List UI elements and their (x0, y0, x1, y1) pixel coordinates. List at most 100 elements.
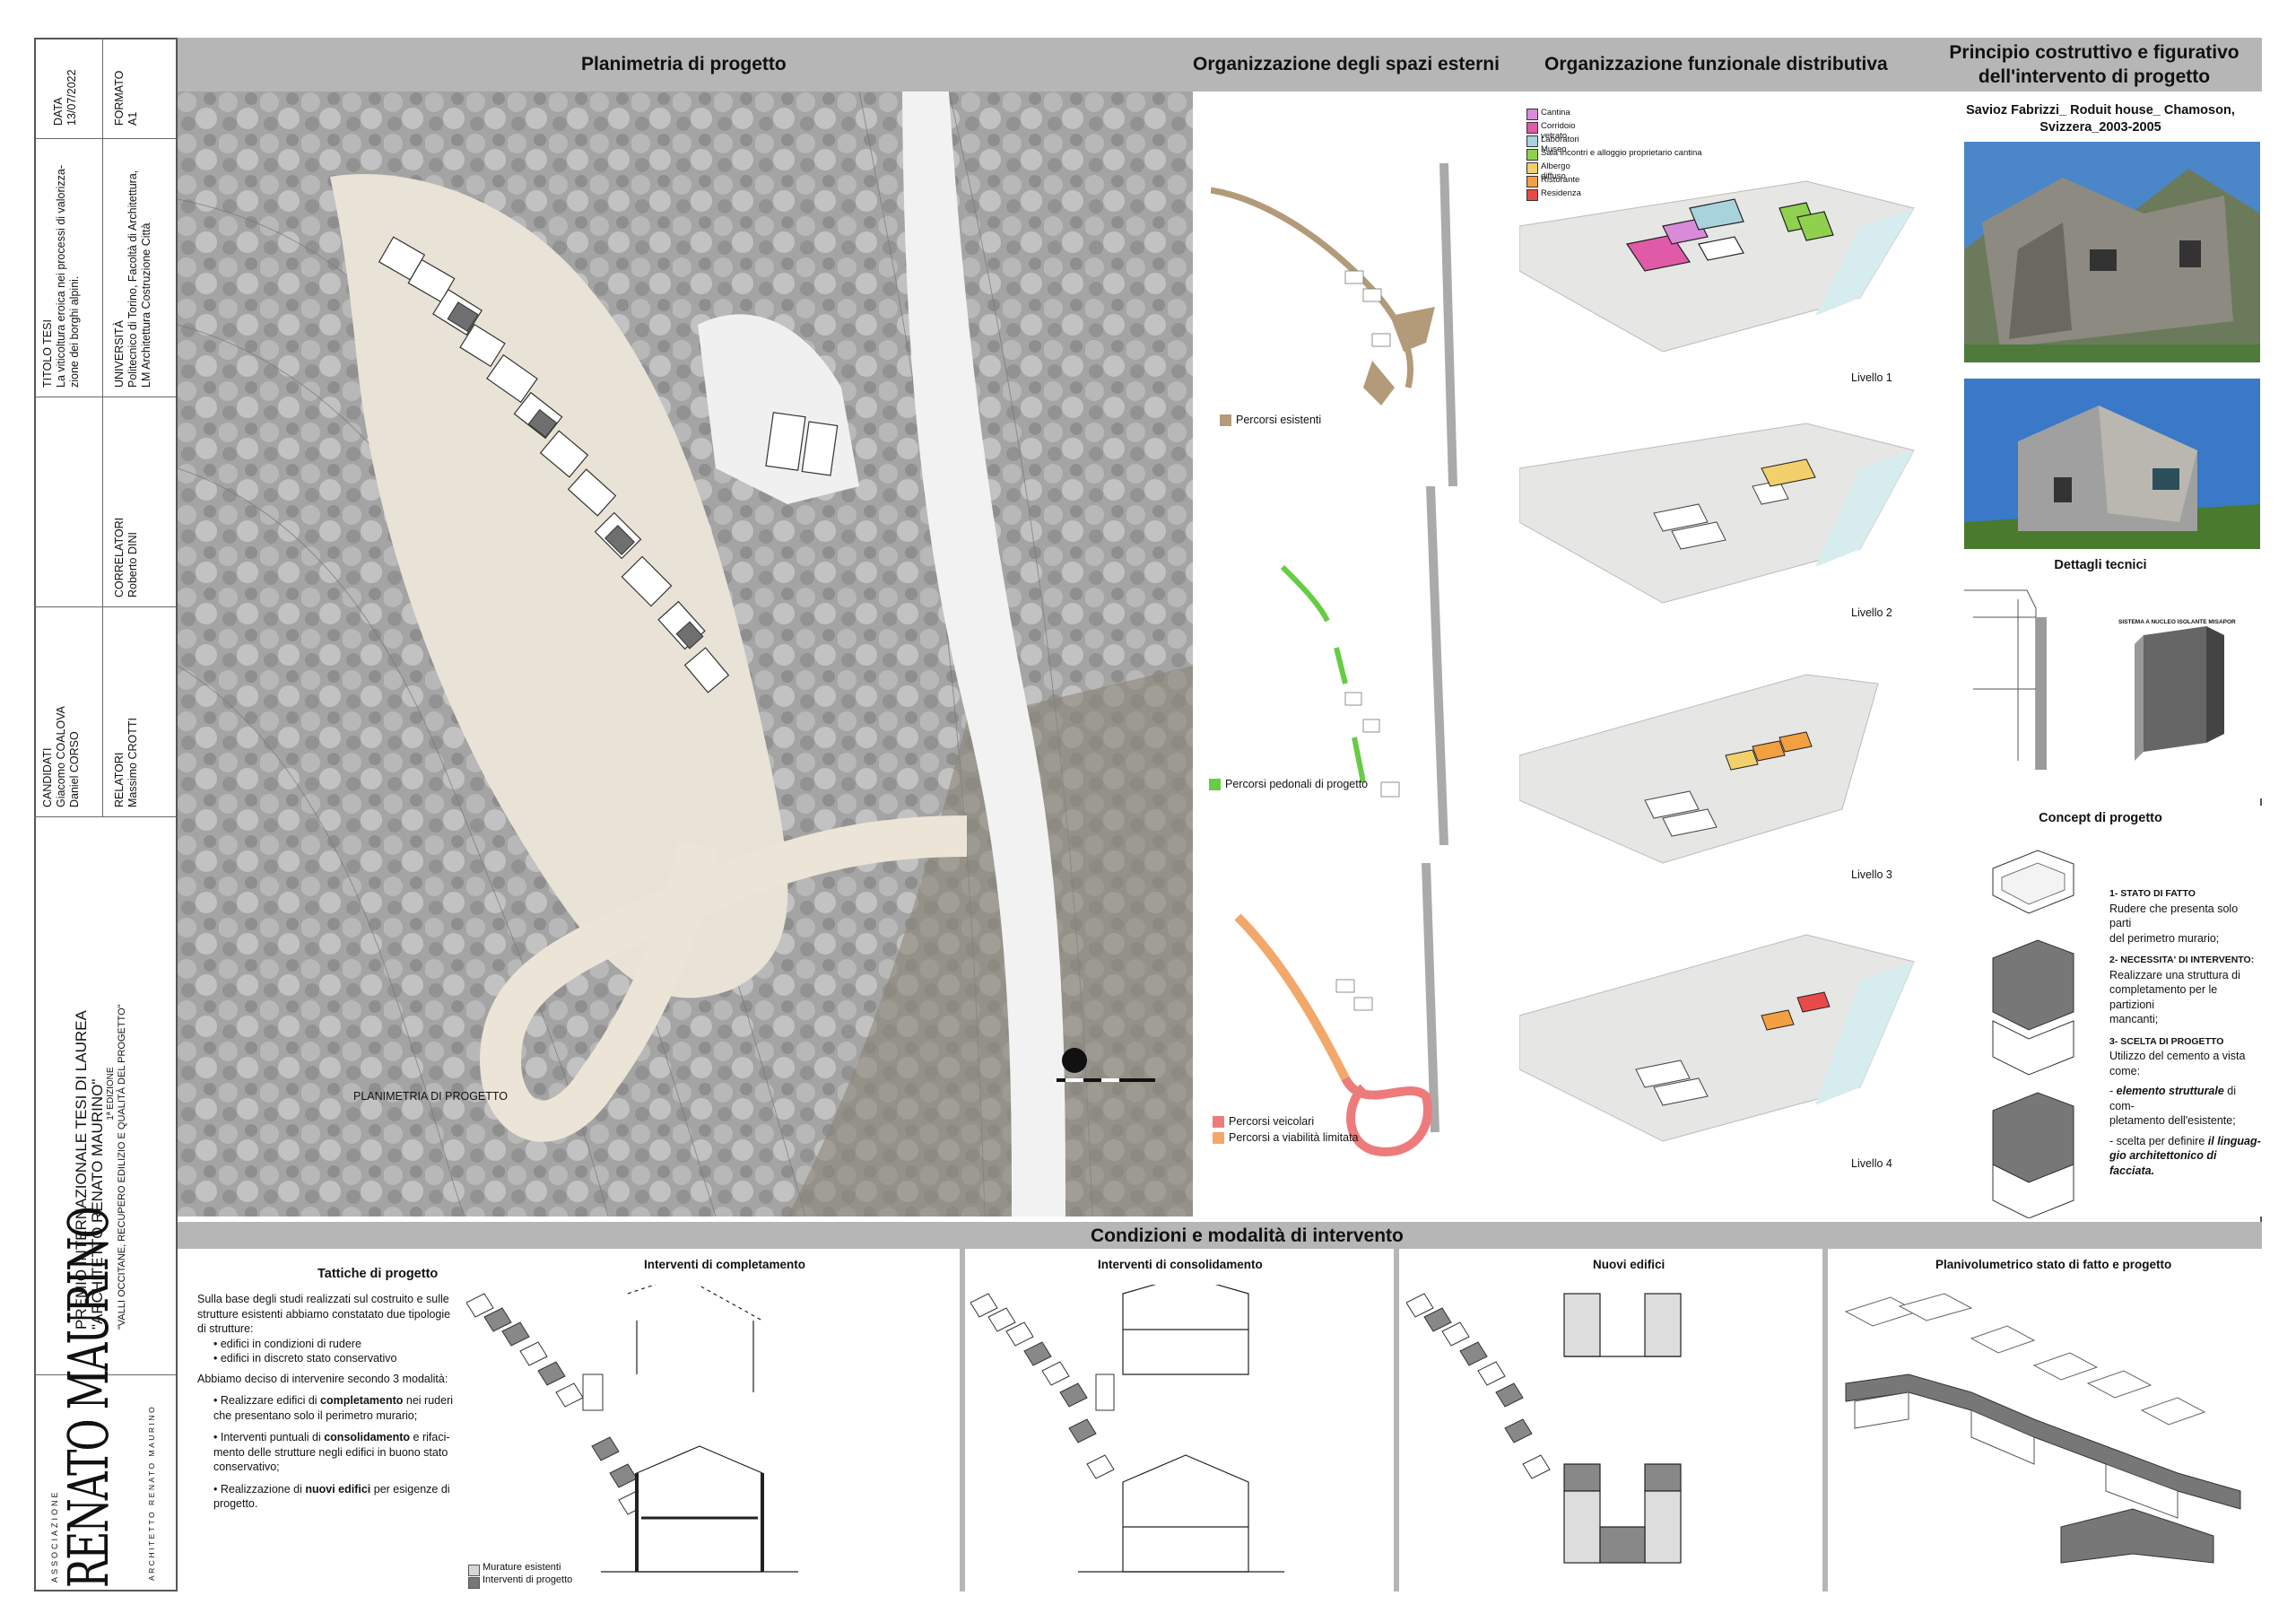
tattiche-bullet: • edifici in discreto stato conservativo (213, 1352, 397, 1365)
legend-label: Albergo diffuso (1541, 161, 1570, 181)
legend-swatch (1526, 135, 1538, 147)
universita-line: LM Architettura Costruzione Città (140, 222, 152, 388)
bullet-text: - (2109, 1085, 2117, 1097)
panel-separator (960, 1249, 965, 1591)
sidebar-divider (34, 606, 176, 607)
tattiche-line: progetto. (213, 1497, 258, 1510)
step-text: gio architettonico di facciata. (2109, 1149, 2217, 1177)
condizioni-panel: Tattiche di progetto Sulla base degli st… (178, 1249, 2262, 1591)
level-4-axonometry (1519, 934, 1915, 1142)
legend-swatch (1526, 189, 1538, 201)
esterni-panel: Percorsi esistenti Percorsi pedonali di … (1200, 92, 1494, 1216)
relatori-block: RELATORI Massimo CROTTI (113, 718, 140, 807)
reference-photo-1 (1964, 142, 2260, 362)
step-text: Rudere che presenta solo parti (2109, 902, 2239, 930)
titolo-line: zione dei borghi alpini. (68, 275, 81, 388)
step-title: 3- SCELTA DI PROGETTO (2109, 1035, 2224, 1047)
association-logo: RENATO MAURINO (57, 1208, 122, 1588)
universita-label: UNIVERSITÀ (113, 319, 126, 388)
candidato-name: Giacomo COALOVA (55, 705, 67, 807)
data-value: 13/07/2022 (65, 69, 78, 126)
tattiche-bullet: • Realizzazione di nuovi edifici per esi… (213, 1482, 450, 1496)
formato-value: A1 (126, 111, 139, 126)
concept-text: 1- STATO DI FATTO Rudere che presenta so… (2109, 886, 2262, 1178)
funzionale-title: Organizzazione funzionale distributiva (1544, 54, 1888, 74)
legend-swatch (1526, 176, 1538, 187)
legend-swatch (1213, 1132, 1224, 1144)
tattiche-line: conservativo; (213, 1461, 280, 1473)
principio-title-line: Principio costruttivo e figurativo (1949, 42, 2239, 63)
consolidamento-drawings (970, 1285, 1284, 1573)
reference-line: Savioz Fabrizzi_ Roduit house_ Chamoson, (1966, 103, 2235, 118)
level-label: Livello 4 (1851, 1157, 1892, 1170)
data-block: DATA 13/07/2022 (52, 69, 79, 126)
bullet-text: e rifaci- (410, 1431, 450, 1443)
legend-label: Sala incontri e alloggio proprietario ca… (1541, 148, 1702, 158)
tattiche-line: Abbiamo deciso di intervenire secondo 3 … (197, 1372, 448, 1385)
completamento-drawings (466, 1285, 798, 1573)
nuovi-edifici-drawings (1406, 1293, 1682, 1564)
level-2-axonometry (1519, 423, 1915, 604)
sistema-label: SISTEMA A NUCLEO ISOLANTE MISAPOR (2118, 619, 2236, 625)
relatori-label: RELATORI (113, 752, 126, 807)
tattiche-line: mento delle strutture negli edifici in b… (213, 1445, 448, 1459)
legend-swatch (468, 1565, 480, 1576)
panel-separator (1394, 1249, 1399, 1591)
legend-swatch (1526, 162, 1538, 174)
bullet-text: Interventi puntuali di (220, 1431, 325, 1443)
bullet-text: Realizzazione di (220, 1482, 306, 1496)
concept-diagrams (1992, 850, 2074, 1218)
condizioni-title: Condizioni e modalità di intervento (1091, 1225, 1404, 1246)
titolo-block: TITOLO TESI La viticoltura eroica nei pr… (41, 165, 82, 388)
bullet-text: edifici in condizioni di rudere (220, 1337, 361, 1350)
bullet-text: per esigenze di (370, 1482, 450, 1496)
condizioni-banner (178, 1222, 2262, 1249)
bullet-text: di com- (2109, 1085, 2237, 1112)
esterni-title: Organizzazione degli spazi esterni (1193, 54, 1500, 74)
legend-swatch (468, 1577, 480, 1589)
completamento-title: Interventi di completamento (644, 1258, 806, 1271)
bullet-emphasis: consolidamento (324, 1431, 411, 1443)
bullet-emphasis: elemento strutturale (2116, 1085, 2224, 1097)
title-block-sidebar: DATA 13/07/2022 FORMATO A1 TITOLO TESI L… (34, 38, 178, 1591)
candidati-label: CANDIDATI (41, 747, 54, 807)
step-bullet: - scelta per definire il linguag- (2109, 1134, 2262, 1149)
reference-project-label: Savioz Fabrizzi_ Roduit house_ Chamoson,… (1939, 102, 2262, 136)
planimetria-title: Planimetria di progetto (581, 54, 787, 74)
consolidamento-title: Interventi di consolidamento (1098, 1258, 1263, 1271)
bullet-text: Realizzare edifici di (220, 1394, 321, 1407)
bullet-text: edifici in discreto stato conservativo (220, 1352, 397, 1365)
step-text: come: (2109, 1064, 2141, 1077)
sidebar-divider (34, 1374, 176, 1375)
concept-title: Concept di progetto (2039, 811, 2162, 825)
step-title: 2- NECESSITA' DI INTERVENTO: (2109, 955, 2255, 965)
level-3-axonometry (1519, 674, 1879, 864)
legend-existing-walls: Murature esistenti (483, 1562, 561, 1573)
bullet-text: nei ruderi (403, 1394, 454, 1407)
site-plan-drawing (178, 92, 1193, 1216)
tattiche-bullet: • Interventi puntuali di consolidamento … (213, 1431, 450, 1443)
step-text: pletamento dell'esistente; (2109, 1114, 2236, 1127)
reference-line: Svizzera_2003-2005 (2039, 120, 2161, 135)
legend-swatch (1526, 149, 1538, 161)
tattiche-text: Sulla base degli studi realizzati sul co… (197, 1292, 475, 1512)
existing-paths-map (1211, 162, 1457, 486)
principio-title: Principio costruttivo e figurativo dell'… (1946, 40, 2242, 89)
legend-label: Laboratori Museo (1541, 135, 1579, 154)
sidebar-divider (102, 38, 103, 816)
panel-separator (1822, 1249, 1828, 1591)
principio-title-line: dell'intervento di progetto (1978, 66, 2211, 87)
tattiche-line: che presentano solo il perimetro murario… (213, 1408, 418, 1422)
level-1-axonometry (1519, 180, 1915, 353)
dettagli-title: Dettagli tecnici (2054, 558, 2147, 572)
bullet-emphasis: il linguag- (2207, 1134, 2261, 1147)
universita-line: Politecnico di Torino, Facoltà di Archit… (126, 170, 139, 388)
level-label: Livello 3 (1851, 868, 1892, 881)
correlatori-label: CORRELATORI (113, 517, 126, 597)
titolo-label: TITOLO TESI (41, 319, 54, 388)
site-plan-label: PLANIMETRIA DI PROGETTO (353, 1090, 509, 1103)
correlatori-block: CORRELATORI Roberto DINI (113, 518, 140, 597)
sidebar-divider (34, 138, 176, 139)
legend-swatch (1526, 122, 1538, 134)
legend-label: Residenza (1541, 188, 1581, 198)
